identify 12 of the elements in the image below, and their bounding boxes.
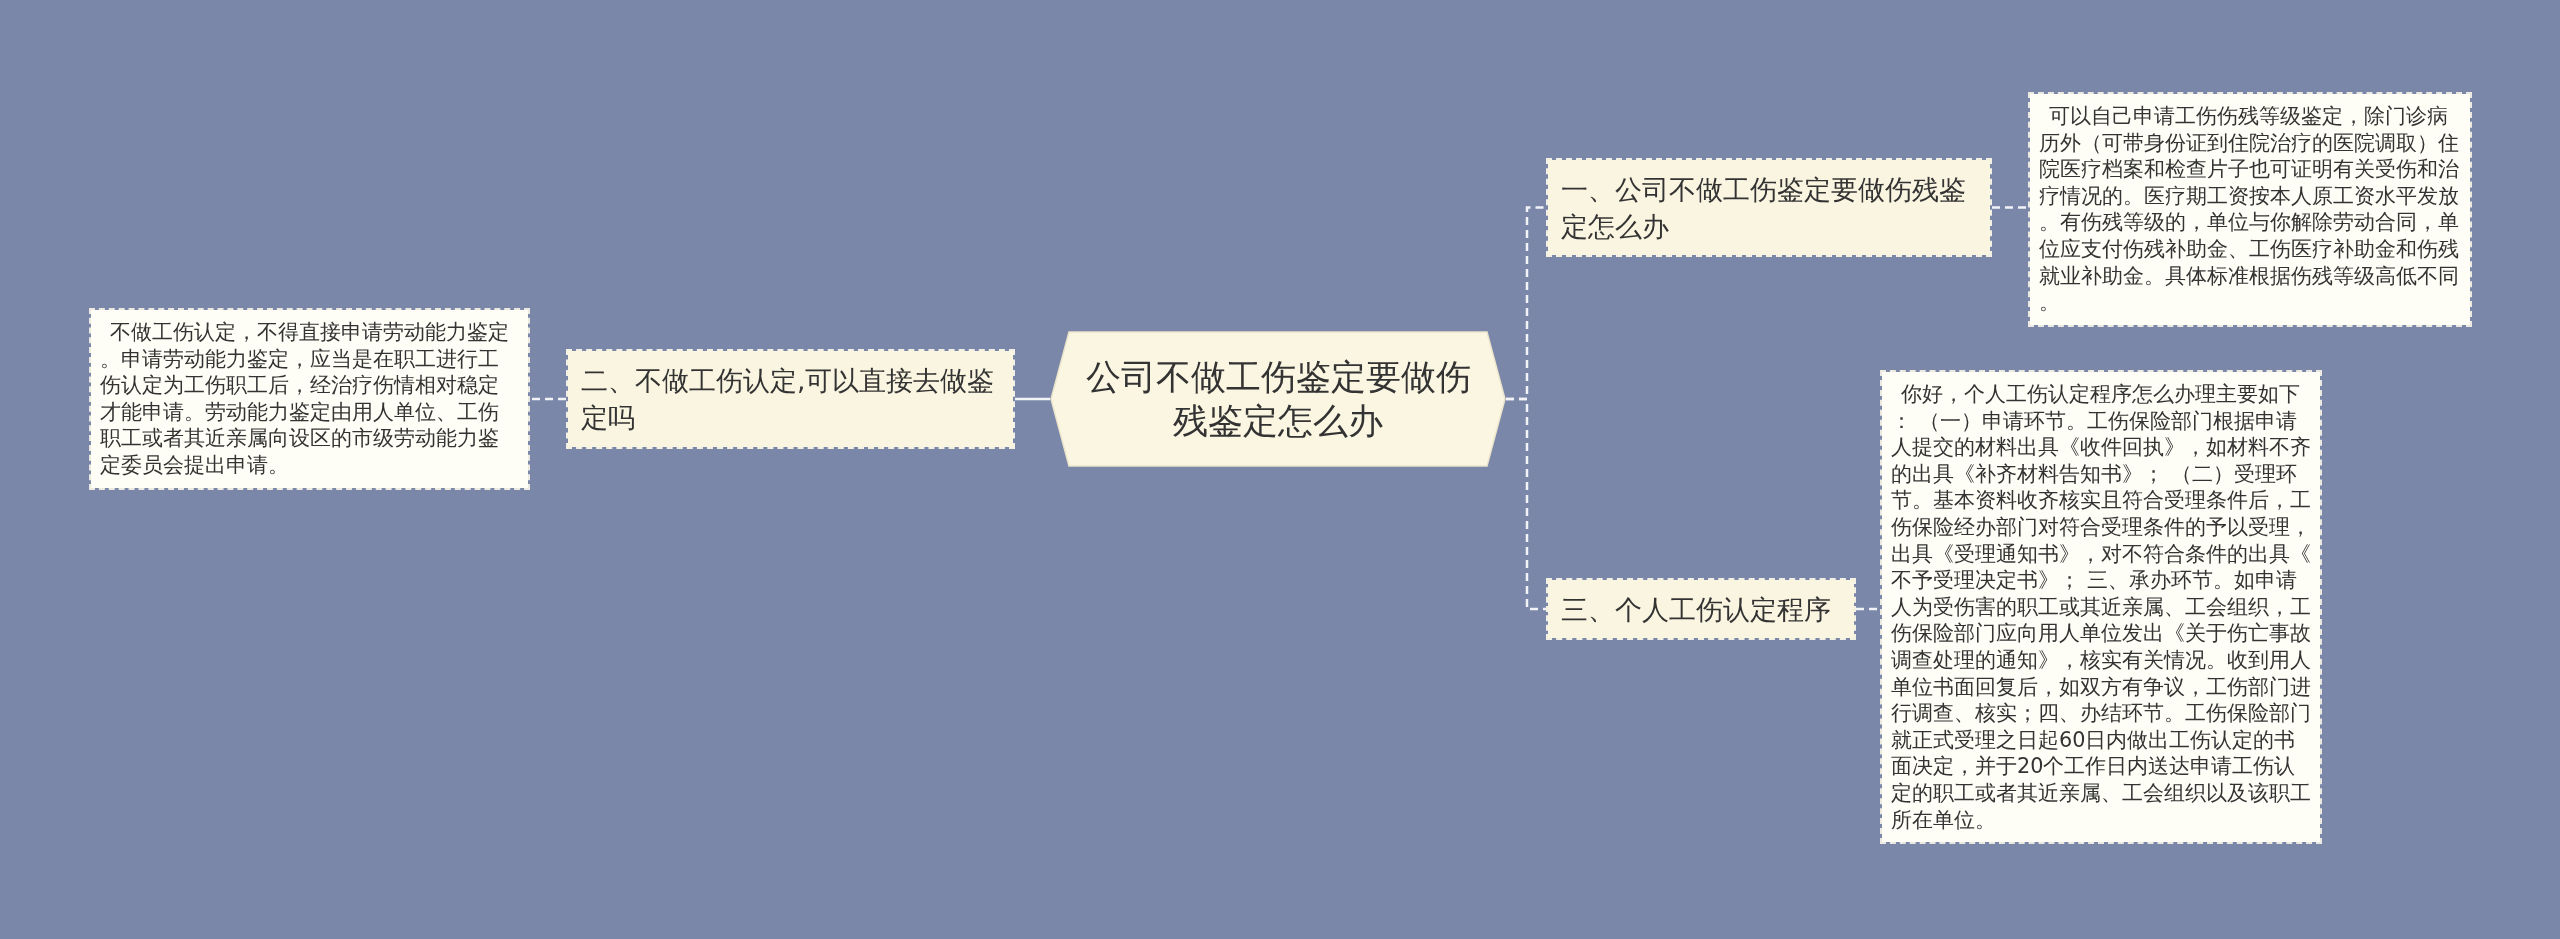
topic-box: 二、不做工伤认定,可以直接去做鉴定吗 [566, 349, 1015, 449]
note-box: 你好，个人工伤认定程序怎么办理主要如下： （一）申请环节。工伤保险部门根据申请人提交的材料出具《收件回执》，如材料不齐的出具《补齐材料告知书》； （二）受理环节。基本资料收齐核实且符合受理条件后，工伤保险经办部门对符合受理条件的予以受理，出具《受理通知书》，对不符合条件的出具《不予受理决定书》； 三、承办环节。如申请人为受伤害的职工或其近亲属、工会组织，工伤保险部门应向用人单位发出《关于伤亡事故调查处理的通知》，核实有关情况。收到用人单位书面回复后，如双方有争议，工伤部门进行调查、核实；四、办结环节。工伤保险部门就正式受理之日起60日内做出工伤认定的书面决定，并于20个工作日内送达申请工伤认定的职工或者其近亲属、工会组织以及该职工所在单位。 [1880, 370, 2322, 845]
topic-hexagon: 公司不做工伤鉴定要做伤残鉴定怎么办 [1050, 331, 1506, 467]
connector [1856, 607, 1880, 611]
topic-box: 一、公司不做工伤鉴定要做伤残鉴定怎么办 [1546, 158, 1992, 257]
connector [1992, 206, 2028, 209]
connector [1015, 397, 1050, 401]
note-box: 不做工伤认定，不得直接申请劳动能力鉴定。申请劳动能力鉴定，应当是在职工进行工伤认定为工伤职工后，经治疗伤情相对稳定才能申请。劳动能力鉴定由用人单位、工伤职工或者其近亲属向设区的市级劳动能力鉴定委员会提出申请。 [89, 308, 530, 490]
connector [530, 397, 566, 401]
connector [1506, 397, 1546, 611]
topic-box: 三、个人工伤认定程序 [1546, 578, 1856, 640]
note-box: 可以自己申请工伤伤残等级鉴定，除门诊病历外（可带身份证到住院治疗的医院调取）住院医疗档案和检查片子也可证明有关受伤和治疗情况的。医疗期工资按本人原工资水平发放。有伤残等级的，单位与你解除劳动合同，单位应支付伤残补助金、工伤医疗补助金和伤残就业补助金。具体标准根据伤残等级高低不同。 [2028, 92, 2472, 327]
